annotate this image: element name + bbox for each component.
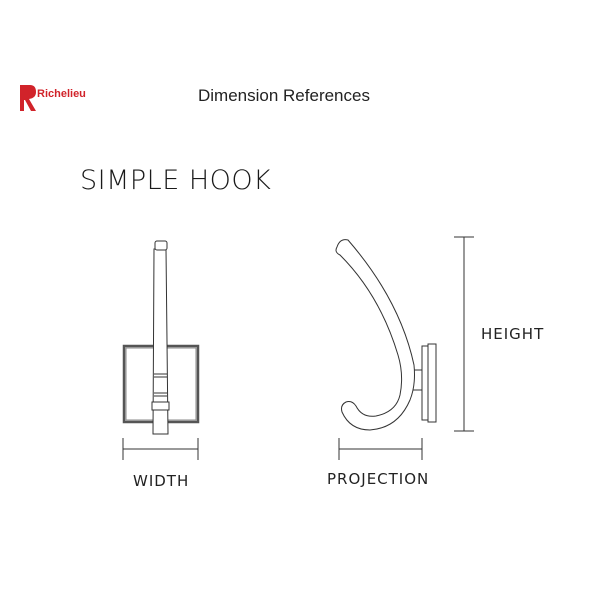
logo-text: Richelieu — [37, 88, 86, 100]
front-view — [122, 240, 200, 435]
height-label: HEIGHT — [481, 325, 545, 343]
height-dimension — [454, 236, 474, 432]
product-name: SIMPLE HOOK — [80, 165, 272, 196]
width-label: WIDTH — [133, 472, 190, 490]
width-dimension — [122, 438, 199, 460]
projection-label: PROJECTION — [327, 470, 430, 488]
projection-dimension — [338, 438, 423, 460]
richelieu-logo — [20, 85, 36, 111]
page-title: Dimension References — [198, 86, 370, 105]
side-view — [335, 239, 437, 431]
